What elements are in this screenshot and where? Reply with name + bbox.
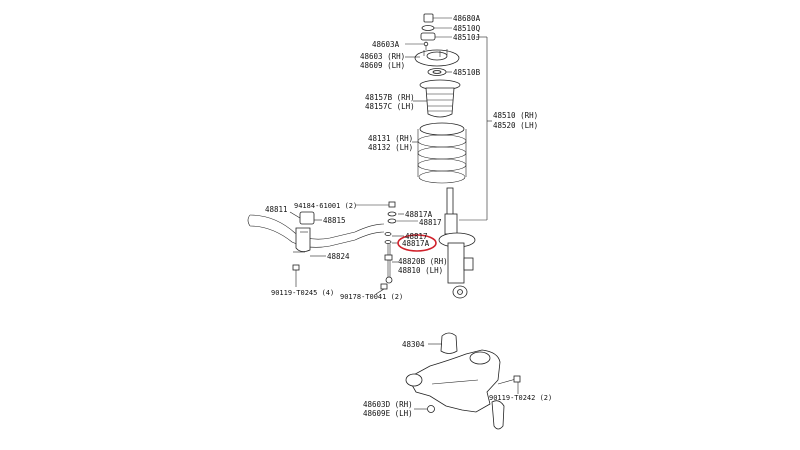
coil-spring-48131[interactable] — [417, 122, 467, 184]
label-48157c: 48157C (LH) — [365, 102, 415, 111]
cushion-48817a[interactable] — [387, 211, 397, 224]
retainer-48510j[interactable] — [420, 32, 436, 41]
leader-lines — [289, 17, 519, 410]
stud-48603a[interactable] — [423, 41, 429, 50]
label-48603a: 48603A — [372, 40, 400, 49]
label-48824: 48824 — [327, 252, 350, 261]
nut-94184-61001[interactable] — [388, 201, 396, 208]
label-48510b: 48510B — [453, 68, 481, 77]
bolt-90119-t0242[interactable] — [497, 375, 521, 385]
bracket-48824[interactable] — [293, 227, 311, 253]
washer-48510q[interactable] — [421, 25, 435, 31]
stabilizer-bar-48811[interactable] — [247, 214, 385, 248]
label-48817a-top: 48817A — [405, 210, 433, 219]
label-48820b: 48820B (RH) — [398, 257, 448, 266]
label-48815: 48815 — [323, 216, 346, 225]
stopper-48304[interactable] — [440, 332, 458, 354]
bearing-48510b[interactable] — [427, 68, 447, 76]
label-90119-t0245: 90119-T0245 (4) — [271, 289, 334, 297]
bolt-90119-t0245[interactable] — [292, 264, 300, 280]
label-48603-rh: 48603 (RH) — [360, 52, 405, 61]
label-48510-rh: 48510 (RH) — [493, 111, 538, 120]
label-48609e: 48609E (LH) — [363, 409, 413, 418]
label-48510q: 48510Q — [453, 24, 481, 33]
label-48817a-highlighted: 48817A — [402, 239, 430, 248]
label-90119-t0242: 90119-T0242 (2) — [489, 394, 552, 402]
cushion-48817[interactable] — [384, 232, 392, 244]
strut-mount-48603[interactable] — [414, 49, 460, 67]
label-48811: 48811 — [265, 205, 288, 214]
label-48304: 48304 — [402, 340, 425, 349]
lower-control-arm[interactable] — [405, 349, 505, 430]
highlight-48817a — [397, 234, 437, 252]
nut-90178-t0041[interactable] — [380, 283, 388, 290]
shock-absorber-48510[interactable] — [438, 187, 476, 299]
label-48680a: 48680A — [453, 14, 481, 23]
spring-seat-48157[interactable] — [419, 79, 461, 118]
label-90178-t0041: 90178-T0041 (2) — [340, 293, 403, 301]
label-48157b: 48157B (RH) — [365, 93, 415, 102]
nut-48680a[interactable] — [423, 13, 434, 23]
label-48520-lh: 48520 (LH) — [493, 121, 538, 130]
bushing-48815[interactable] — [299, 211, 315, 225]
label-94184-61001: 94184-61001 (2) — [294, 202, 357, 210]
label-48132: 48132 (LH) — [368, 143, 413, 152]
label-48817-mid: 48817 — [405, 232, 428, 241]
label-48810: 48810 (LH) — [398, 266, 443, 275]
washer-48603d[interactable] — [427, 405, 435, 413]
label-48609-lh: 48609 (LH) — [360, 61, 405, 70]
label-48510j: 48510J — [453, 33, 480, 42]
stabilizer-link-48820b[interactable] — [384, 244, 393, 284]
label-48817-top: 48817 — [419, 218, 442, 227]
label-48131: 48131 (RH) — [368, 134, 413, 143]
label-48603d: 48603D (RH) — [363, 400, 413, 409]
